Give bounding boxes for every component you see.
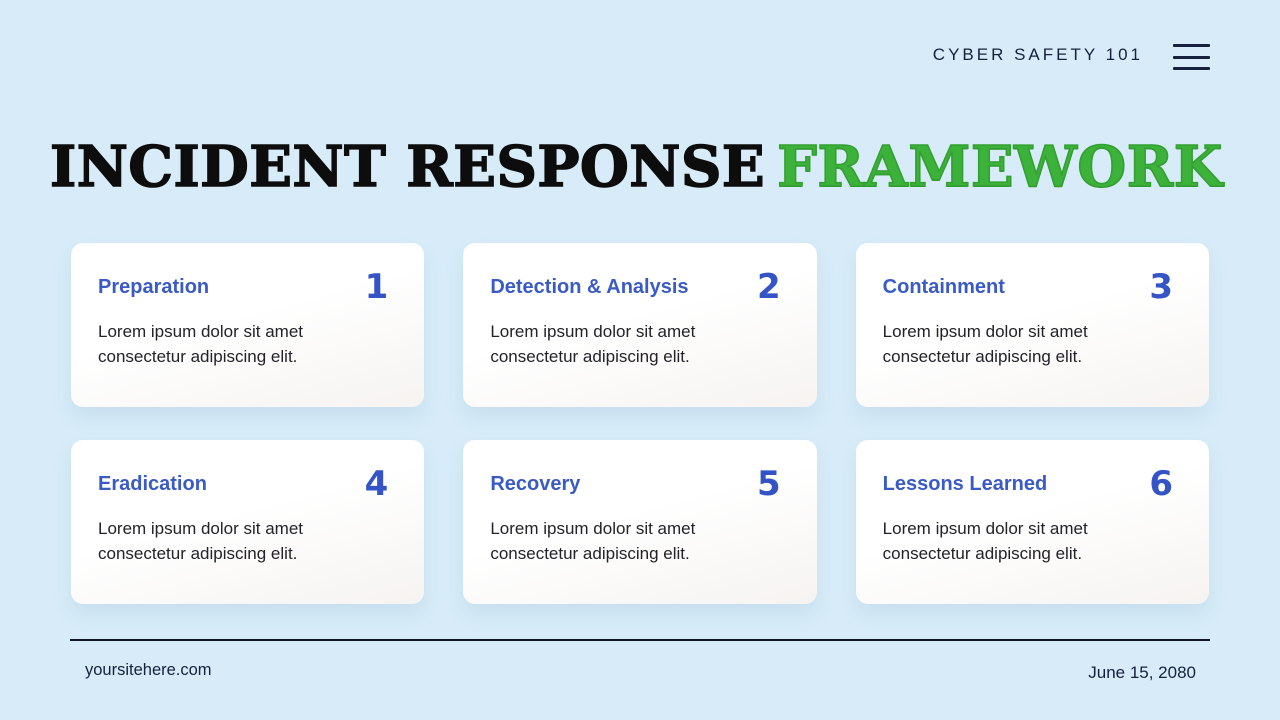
step-number: 2: [756, 267, 781, 307]
step-card-lessons-learned: Lessons Learned 6 Lorem ipsum dolor sit …: [855, 440, 1209, 604]
step-description: Lorem ipsum dolor sit amet consectetur a…: [98, 322, 304, 366]
footer-website: yoursitehere.com: [85, 661, 212, 679]
step-description: Lorem ipsum dolor sit amet consectetur a…: [490, 322, 696, 366]
step-number: 1: [364, 267, 389, 307]
page-title-part1: INCIDENT RESPONSE: [49, 134, 766, 200]
step-number: 5: [756, 464, 781, 504]
step-number: 3: [1149, 267, 1173, 307]
step-number: 4: [364, 464, 389, 504]
brand-label: CYBER SAFETY 101: [932, 45, 1143, 64]
step-title: Eradication: [98, 472, 207, 495]
step-title: Detection & Analysis: [490, 275, 689, 298]
step-number: 6: [1149, 464, 1173, 504]
step-card-preparation: Preparation 1 Lorem ipsum dolor sit amet…: [71, 243, 425, 407]
steps-grid: Preparation 1 Lorem ipsum dolor sit amet…: [71, 243, 1209, 604]
step-title: Preparation: [98, 275, 210, 298]
step-description: Lorem ipsum dolor sit amet consectetur a…: [882, 519, 1088, 563]
step-title: Lessons Learned: [882, 472, 1048, 495]
step-description: Lorem ipsum dolor sit amet consectetur a…: [98, 519, 304, 563]
step-card-containment: Containment 3 Lorem ipsum dolor sit amet…: [855, 243, 1209, 407]
step-title: Recovery: [490, 472, 581, 495]
menu-button[interactable]: [1173, 44, 1210, 70]
step-description: Lorem ipsum dolor sit amet consectetur a…: [882, 322, 1088, 366]
page-title-part2: FRAMEWORK: [776, 134, 1223, 200]
step-card-eradication: Eradication 4 Lorem ipsum dolor sit amet…: [71, 440, 425, 604]
footer-divider: [70, 639, 1210, 641]
step-card-recovery: Recovery 5 Lorem ipsum dolor sit amet co…: [463, 440, 817, 604]
step-title: Containment: [882, 275, 1005, 298]
footer-date: June 15, 2080: [1088, 663, 1196, 682]
step-card-detection-analysis: Detection & Analysis 2 Lorem ipsum dolor…: [463, 243, 817, 407]
step-description: Lorem ipsum dolor sit amet consectetur a…: [490, 519, 696, 563]
hamburger-icon: [1173, 44, 1210, 47]
